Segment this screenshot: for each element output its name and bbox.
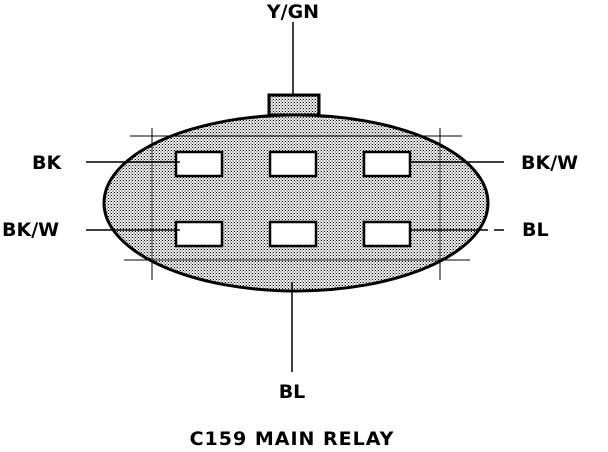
connector-body [102,93,490,293]
cavity-5 [268,220,318,248]
cavity-4 [174,220,224,248]
connector-title: C159 MAIN RELAY [190,428,395,450]
cavity-1 [174,150,224,178]
wire-label-left-upper: BK [32,152,62,174]
cavity-3 [362,150,412,178]
terminal-cavities [174,150,412,248]
cavity-6 [362,220,412,248]
wire-label-right-lower: BL [522,219,549,241]
wire-label-left-lower: BK/W [2,219,59,241]
wire-label-right-upper: BK/W [521,152,578,174]
wire-label-bottom: BL [279,381,306,403]
connector-housing [102,113,490,293]
wire-label-top: Y/GN [266,1,319,23]
leader-lines [86,22,504,372]
cavity-2 [268,150,318,178]
locking-tab [267,93,321,117]
